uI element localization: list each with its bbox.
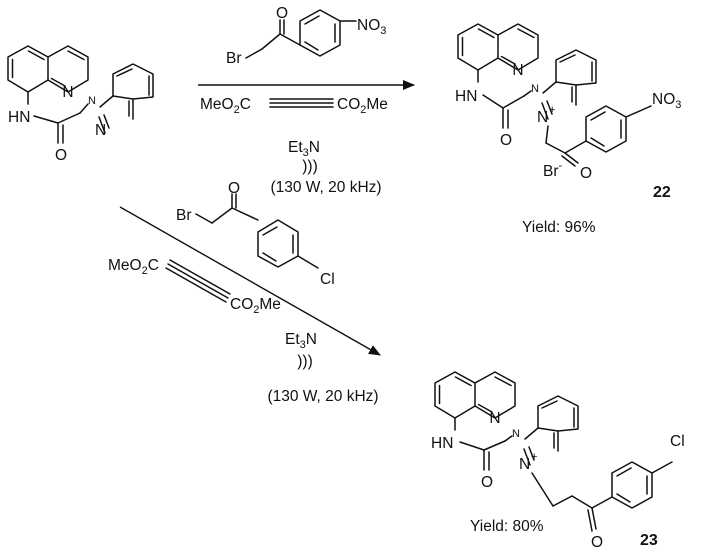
- top-conditions: Et3N ))) (130 W, 20 kHz): [270, 139, 381, 196]
- svg-text:CO2Me: CO2Me: [337, 96, 388, 116]
- bottom-reagent-bromoketone: Br O Cl: [176, 180, 335, 288]
- svg-text:N: N: [512, 428, 520, 440]
- svg-text:Cl: Cl: [320, 271, 335, 288]
- svg-text:NO3: NO3: [652, 91, 681, 111]
- svg-text:+: +: [549, 104, 555, 116]
- bottom-reaction-arrow: [119, 206, 381, 356]
- yield-22: Yield: 96%: [522, 219, 596, 236]
- top-conditions-text: (130 W, 20 kHz): [270, 179, 381, 196]
- product-23: HN O N N + O Cl Yield: 80% 23: [431, 372, 685, 551]
- svg-text:MeO2C: MeO2C: [108, 257, 159, 277]
- svg-text:Br: Br: [176, 207, 192, 224]
- compound-label-22: 22: [653, 184, 671, 201]
- bottom-reagent-dmad: MeO2C CO2Me: [108, 257, 281, 316]
- top-reagent-bromoketone: Br O NO3: [226, 5, 386, 67]
- br-top: Br: [226, 50, 242, 67]
- svg-text:MeO2C: MeO2C: [200, 96, 251, 116]
- svg-text:Br-: Br-: [543, 160, 563, 180]
- bottom-conditions: Et3N ))) (130 W, 20 kHz): [267, 331, 378, 405]
- bottom-conditions-text: (130 W, 20 kHz): [267, 388, 378, 405]
- svg-text:Cl: Cl: [670, 433, 685, 450]
- top-reagent-dmad: MeO2C CO2Me: [200, 96, 388, 116]
- yield-23: Yield: 80%: [470, 518, 544, 535]
- bottom-sonication: ))): [297, 353, 313, 370]
- svg-text:CO2Me: CO2Me: [230, 296, 281, 316]
- no2-top: NO3: [357, 17, 386, 37]
- compound-label-23: 23: [640, 532, 658, 549]
- svg-text:O: O: [580, 165, 592, 182]
- nh-label: HN: [8, 109, 30, 126]
- n1-label: N: [88, 95, 96, 107]
- svg-text:HN: HN: [455, 88, 477, 105]
- svg-text:O: O: [481, 474, 493, 491]
- svg-text:N: N: [519, 456, 530, 473]
- starting-material: HN O N N: [8, 46, 154, 164]
- carbonyl-o: O: [55, 147, 67, 164]
- svg-text:N: N: [537, 109, 548, 126]
- svg-text:N: N: [531, 83, 539, 95]
- n3-label: N: [95, 122, 106, 139]
- top-sonication: ))): [302, 158, 318, 175]
- svg-text:O: O: [228, 180, 240, 197]
- svg-text:HN: HN: [431, 435, 453, 452]
- svg-text:O: O: [500, 132, 512, 149]
- product-22: HN O N N + O NO3 Br- 22 Yield: 96%: [455, 24, 681, 236]
- svg-text:+: +: [531, 451, 537, 463]
- svg-text:Et3N: Et3N: [288, 139, 320, 159]
- o-top-reagent: O: [276, 5, 288, 22]
- svg-text:O: O: [591, 534, 603, 551]
- svg-text:Et3N: Et3N: [285, 331, 317, 351]
